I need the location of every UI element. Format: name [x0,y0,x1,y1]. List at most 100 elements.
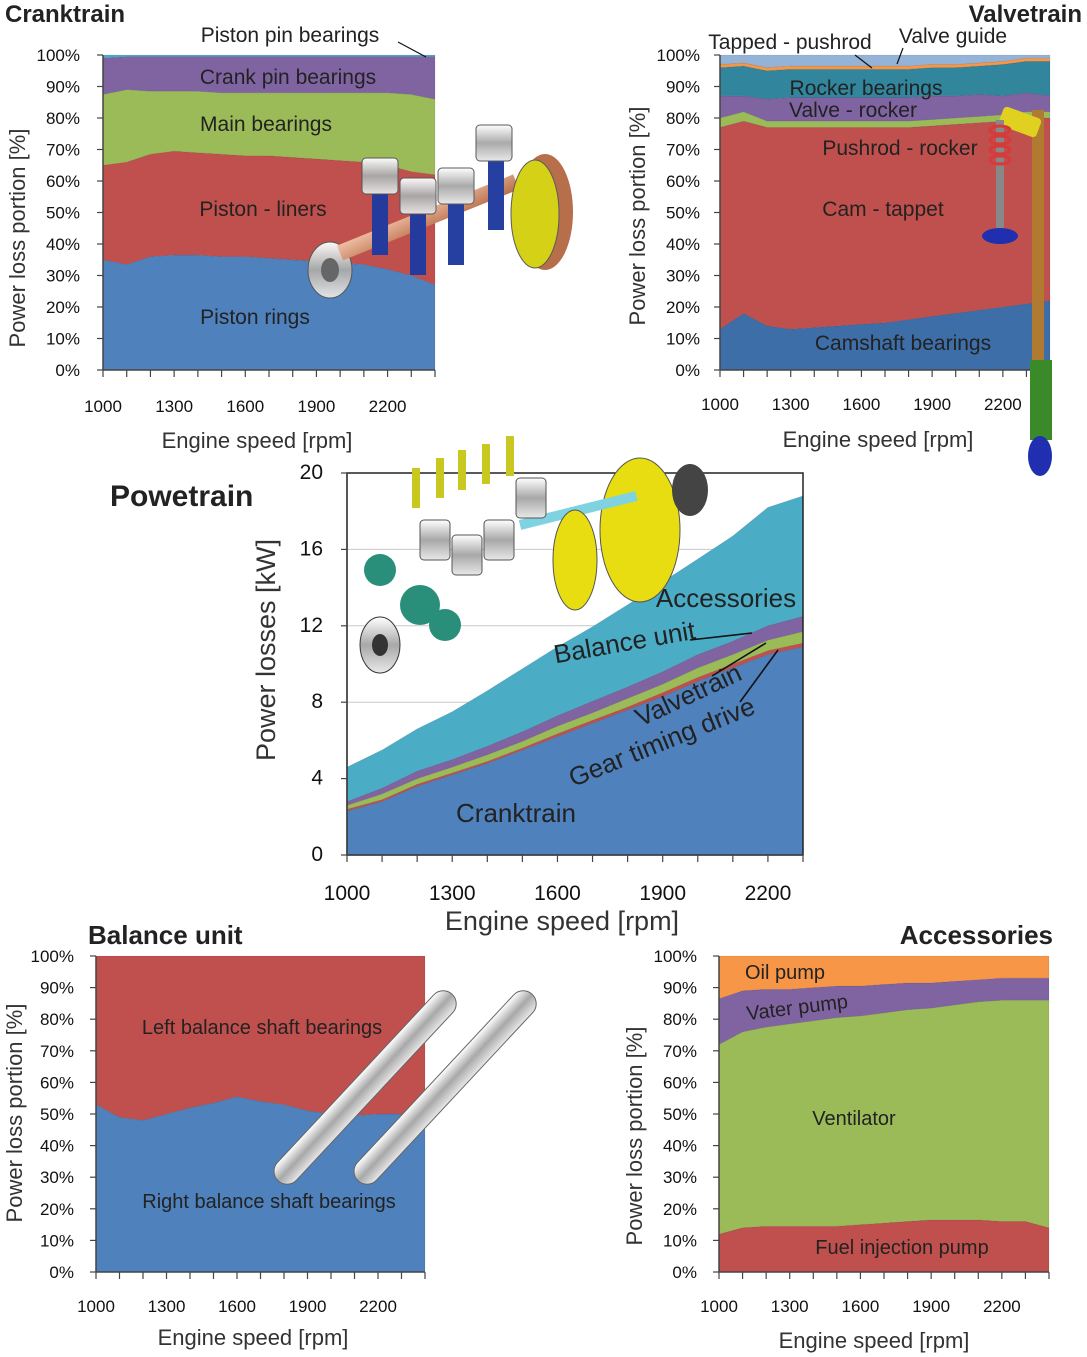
balance-y-tick-label: 50% [40,1105,74,1124]
valvetrain-series-valve-guide [719,54,1051,68]
valvetrain-x-axis-label: Engine speed [rpm] [783,427,974,452]
balance-x-tick-label: 1600 [218,1297,256,1316]
powertrain-x-tick-label: 1600 [534,882,581,905]
cranktrain-y-tick-label: 50% [46,204,80,223]
accessories-x-axis-label: Engine speed [rpm] [779,1328,970,1353]
powertrain-x-tick-label: 1000 [324,882,371,905]
engine-assembly-illustration [359,436,708,674]
powertrain-y-axis-label: Power losses [kW] [251,539,281,761]
accessories-x-tick-label: 1600 [842,1297,880,1316]
cranktrain-y-tick-label: 30% [46,267,80,286]
powertrain-title: Powetrain [110,480,253,513]
balance-y-tick-label: 80% [40,1010,74,1029]
cranktrain-label-piston-liners: Piston - liners [199,198,326,221]
cranktrain-x-axis-label: Engine speed [rpm] [162,428,353,453]
valvetrain-x-tick-label: 1000 [701,395,739,414]
cranktrain-y-tick-label: 40% [46,235,80,254]
powertrain-annotation-arrow [689,632,753,641]
valvetrain-y-axis-label: Power loss portion [%] [625,107,650,326]
valvetrain-y-tick-label: 0% [675,361,700,380]
cranktrain-y-tick-label: 60% [46,172,80,191]
balance-label-left-balance-shaft-bearings: Left balance shaft bearings [142,1017,382,1039]
cranktrain-y-tick-label: 90% [46,78,80,97]
powertrain-y-tick-label: 8 [311,690,323,713]
accessories-title: Accessories [900,920,1053,950]
valvetrain-x-tick-label: 1600 [843,395,881,414]
cranktrain-label-piston-rings: Piston rings [200,306,310,329]
powertrain-annotation-arrow [711,642,767,677]
accessories-label-ventilator: Ventilator [812,1108,896,1130]
cranktrain-title: Cranktrain [5,1,125,28]
valvetrain-y-tick-label: 70% [666,141,700,160]
valvetrain-y-tick-label: 40% [666,235,700,254]
cranktrain-label-crank-pin-bearings: Crank pin bearings [200,66,376,89]
powertrain-y-tick-label: 4 [311,767,323,790]
accessories-y-tick-label: 90% [663,979,697,998]
valvetrain-y-tick-label: 10% [666,330,700,349]
accessories-y-axis-label: Power loss portion [%] [622,1027,647,1246]
cranktrain-y-tick-label: 100% [37,46,80,65]
powertrain-annotation-arrow [739,649,779,703]
valvetrain-label-valve-guide: Valve guide [899,25,1007,48]
accessories-y-tick-label: 100% [654,947,697,966]
powertrain-label-accessories: Accessories [656,583,796,613]
powertrain-label-cranktrain: Cranktrain [456,798,576,828]
valvetrain-annotation-arrow [896,47,904,65]
balance-title: Balance unit [88,920,243,950]
balance-shafts-illustration [273,990,537,1185]
accessories-y-tick-label: 80% [663,1010,697,1029]
powertrain-x-axis-label: Engine speed [rpm] [445,906,679,936]
powertrain-x-tick-label: 1300 [429,882,476,905]
cranktrain-x-tick-label: 1900 [298,397,336,416]
cranktrain-series-piston-pin-bearings [102,54,436,59]
accessories-label-oil-pump: Oil pump [745,962,825,984]
valvetrain-title: Valvetrain [969,1,1082,28]
balance-y-tick-label: 10% [40,1231,74,1250]
balance-y-tick-label: 40% [40,1137,74,1156]
cranktrain-x-tick-label: 2200 [369,397,407,416]
cranktrain-y-tick-label: 0% [55,361,80,380]
accessories-y-tick-label: 60% [663,1073,697,1092]
accessories-series-oil-pump [718,955,1050,1000]
balance-y-tick-label: 70% [40,1042,74,1061]
powertrain-y-tick-label: 20 [300,461,323,484]
valvetrain-label-cam-tappet: Cam - tappet [822,198,944,221]
valvetrain-x-tick-label: 2200 [984,395,1022,414]
valvetrain-label-pushrod-rocker: Pushrod - rocker [822,137,977,160]
powertrain-y-tick-label: 0 [311,843,323,866]
cranktrain-label-piston-pin-bearings: Piston pin bearings [201,24,380,47]
crankshaft-illustration [307,124,573,299]
cranktrain-y-tick-label: 20% [46,298,80,317]
balance-y-axis-label: Power loss portion [%] [2,1004,27,1223]
valvetrain-label-rocker-bearings: Rocker bearings [790,77,943,100]
accessories-x-tick-label: 2200 [983,1297,1021,1316]
accessories-y-tick-label: 20% [663,1200,697,1219]
balance-y-tick-label: 20% [40,1200,74,1219]
balance-x-tick-label: 2200 [359,1297,397,1316]
balance-y-tick-label: 60% [40,1073,74,1092]
cranktrain-y-tick-label: 70% [46,141,80,160]
balance-y-tick-label: 90% [40,979,74,998]
valvetrain-label-tapped-pushrod: Tapped - pushrod [708,31,871,54]
balance-y-tick-label: 100% [31,947,74,966]
powertrain-x-tick-label: 1900 [639,882,686,905]
cranktrain-x-tick-label: 1600 [226,397,264,416]
valvetrain-y-tick-label: 100% [657,46,700,65]
accessories-y-tick-label: 70% [663,1042,697,1061]
valvetrain-y-tick-label: 90% [666,78,700,97]
valvetrain-y-tick-label: 60% [666,172,700,191]
accessories-x-tick-label: 1900 [912,1297,950,1316]
cranktrain-y-axis-label: Power loss portion [%] [5,129,30,348]
accessories-label-fuel-injection-pump: Fuel injection pump [815,1237,988,1259]
valvetrain-y-tick-label: 20% [666,298,700,317]
cranktrain-x-tick-label: 1300 [155,397,193,416]
powertrain-y-tick-label: 12 [300,614,323,637]
balance-x-tick-label: 1900 [289,1297,327,1316]
cranktrain-x-tick-label: 1000 [84,397,122,416]
valve-assembly-illustration [982,106,1052,476]
